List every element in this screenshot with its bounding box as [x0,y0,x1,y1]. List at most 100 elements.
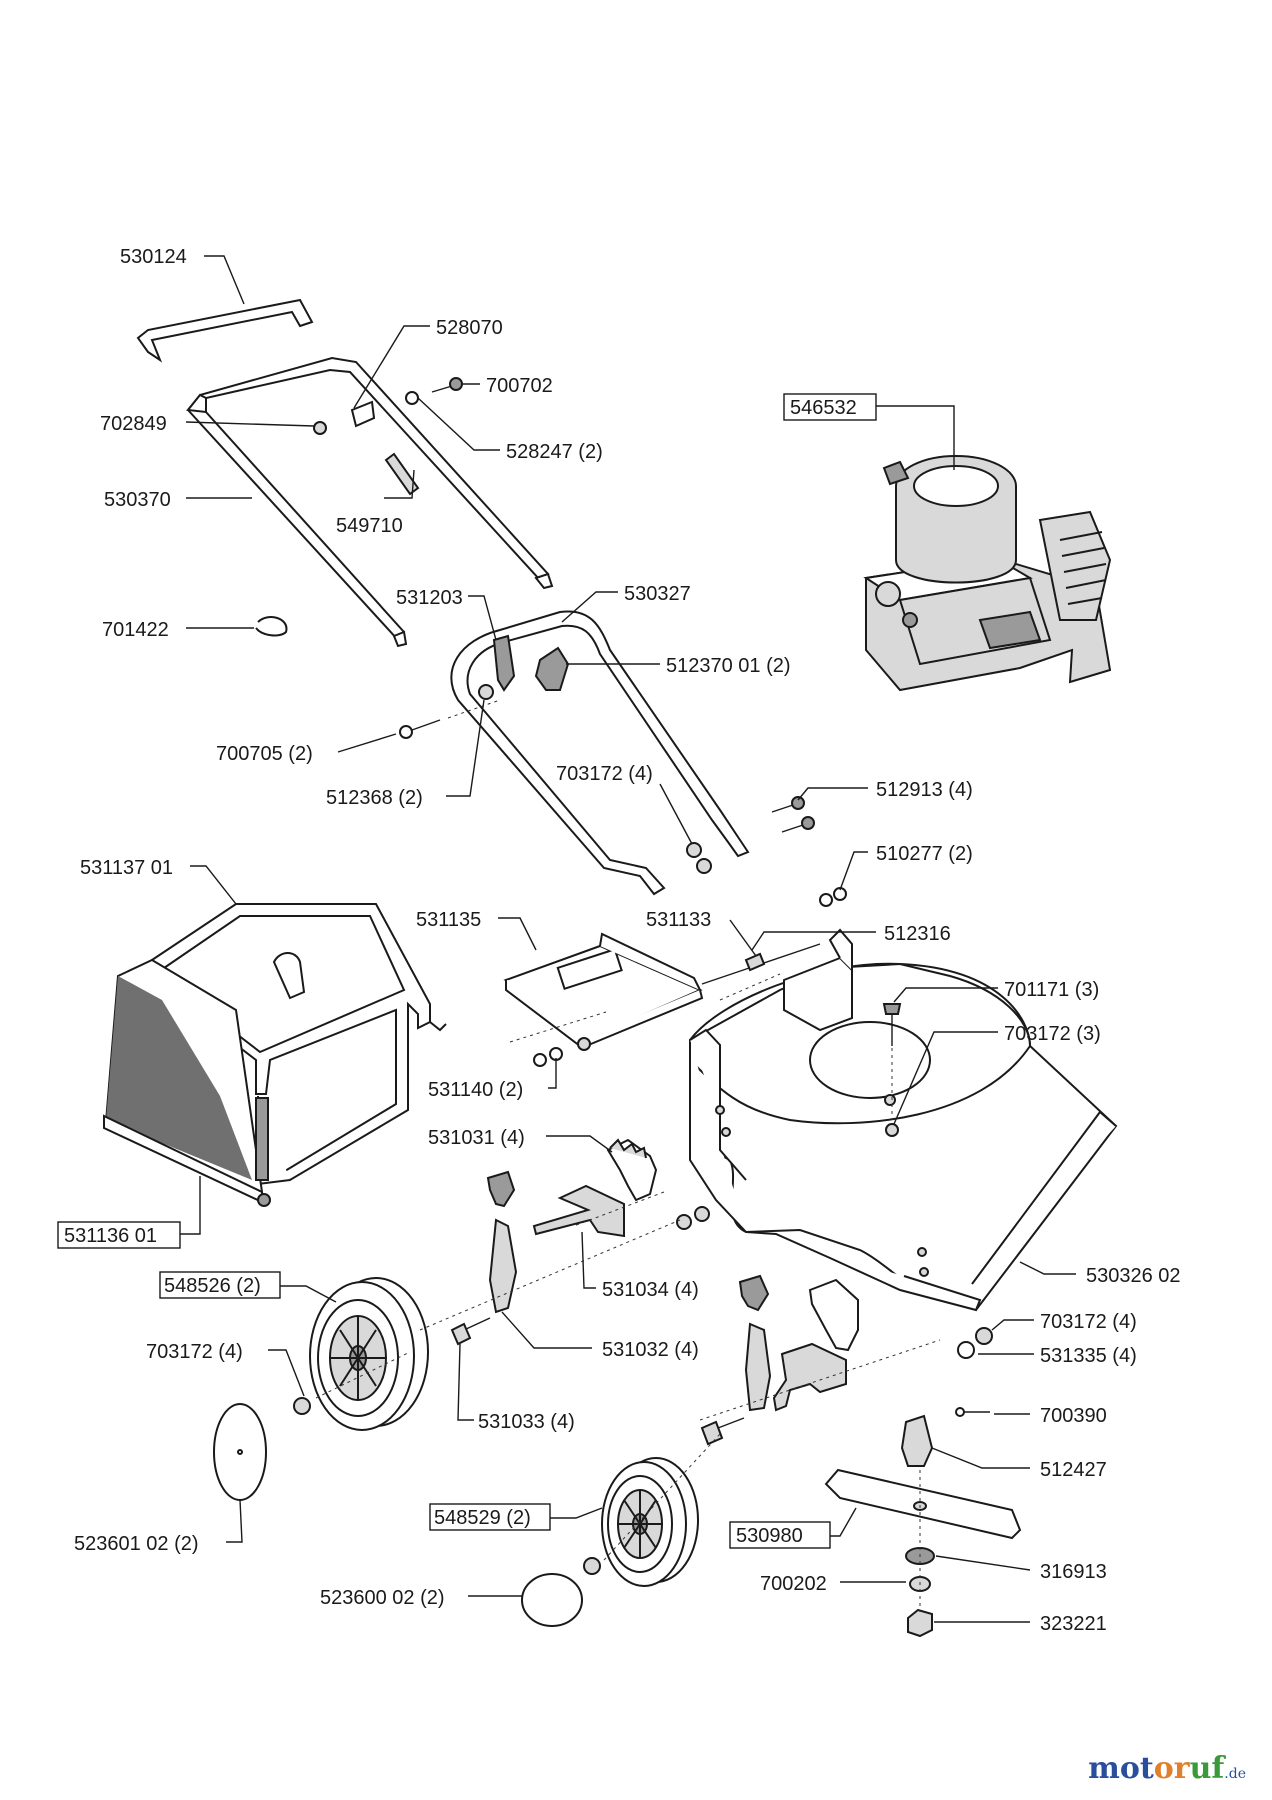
height-plate-right [744,1322,772,1412]
height-lever-right [808,1278,859,1352]
label-703172-right: 703172 (4) [1040,1311,1137,1333]
height-plate-left [488,1218,518,1314]
label-510277: 510277 (2) [876,843,973,865]
front-hubcap [213,1403,267,1501]
bolt-531033-left [450,1317,491,1346]
label-512370: 512370 01 (2) [666,655,791,677]
blade-label-box [729,1521,831,1549]
label-701422: 701422 [102,619,169,641]
nut-left-b [694,1206,710,1222]
label-701171: 701171 (3) [1004,979,1099,1001]
label-531335: 531335 (4) [1040,1345,1137,1367]
mower-deck [689,928,1118,1312]
label-531034: 531034 (4) [602,1279,699,1301]
nut-703172-deck [885,1123,899,1137]
rear-wheel [601,1457,699,1587]
label-702849: 702849 [100,413,167,435]
screw-701171 [882,1003,902,1046]
axle-bracket-right [772,1342,847,1412]
adjust-lever [492,634,516,692]
screw-700702 [405,377,463,405]
blade-adapter [900,1414,934,1467]
label-528070: 528070 [436,317,503,339]
label-530326: 530326 02 [1086,1265,1181,1287]
label-548529: 548529 (2) [434,1507,531,1529]
lower-handle [450,610,750,896]
upper-handle [186,356,554,648]
washer-510277-a [819,893,833,907]
washer-531335 [957,1341,975,1359]
label-700202: 700202 [760,1573,827,1595]
engine [863,455,1112,692]
bolts-512913 [771,796,815,833]
blade [824,1468,1022,1540]
label-316913: 316913 [1040,1561,1107,1583]
rear-hubcap [521,1573,583,1627]
label-512427: 512427 [1040,1459,1107,1481]
leader-lines [180,255,1076,1623]
label-531033: 531033 (4) [478,1411,575,1433]
motoruf-logo: motoruf.de [1088,1751,1246,1786]
label-531140: 531140 (2) [428,1079,523,1101]
nut-703172-handle-a [686,842,702,858]
label-530124: 530124 [120,246,187,268]
logo-part-3: uf [1189,1751,1225,1786]
nut-702849 [313,421,327,435]
label-512316: 512316 [884,923,951,945]
lever-cap-right [738,1274,770,1312]
rear-wheel-nut [583,1557,601,1575]
front-wheel [309,1277,429,1431]
label-523601: 523601 02 (2) [74,1533,199,1555]
label-549710: 549710 [336,515,403,537]
lever-cap-left [486,1170,516,1208]
retaining-ring [255,616,288,637]
pin-700390 [955,1407,990,1417]
handle-top-bar [136,298,314,363]
label-700705: 700705 (2) [216,743,313,765]
logo-suffix: .de [1224,1766,1246,1782]
rear-wheel-label-box [429,1503,551,1531]
label-530370: 530370 [104,489,171,511]
bolt-right [700,1417,745,1446]
label-531032: 531032 (4) [602,1339,699,1361]
nut-703172-right [975,1327,993,1345]
logo-part-2: or [1153,1751,1190,1786]
star-knob [534,646,570,691]
nut-703172-handle-b [696,858,712,874]
label-548526: 548526 (2) [164,1275,261,1297]
height-lever-left-teeth [609,1138,647,1159]
label-531136: 531136 01 [64,1225,157,1247]
grass-bag [103,958,271,1207]
axle-bracket-left [532,1184,625,1238]
assembly-lines [315,699,941,1612]
engine-label-box [783,393,877,421]
label-531135: 531135 [416,909,481,931]
label-531203: 531203 [396,587,463,609]
cable-bracket [350,400,376,428]
cable-clip [384,452,420,496]
front-wheel-nut [293,1397,311,1415]
label-531137: 531137 01 [80,857,173,879]
label-528247: 528247 (2) [506,441,603,463]
label-700702: 700702 [486,375,553,397]
bag-label-box [57,1221,181,1249]
label-703172-handle: 703172 (4) [556,763,653,785]
label-323221: 323221 [1040,1613,1107,1635]
rear-flap [503,932,704,1051]
bolt-700705 [399,719,441,739]
washer-512368 [478,684,494,700]
label-531133: 531133 [646,909,711,931]
nut-left-a [676,1214,692,1230]
label-703172-deck: 703172 (3) [1004,1023,1101,1045]
label-523600: 523600 02 (2) [320,1587,445,1609]
label-512913: 512913 (4) [876,779,973,801]
label-512368: 512368 (2) [326,787,423,809]
label-700390: 700390 [1040,1405,1107,1427]
front-wheel-label-box [159,1271,281,1299]
logo-part-1: mot [1088,1751,1154,1786]
blade-bolt [907,1608,933,1638]
label-531031: 531031 (4) [428,1127,525,1149]
label-546532: 546532 [790,397,857,419]
label-530980: 530980 [736,1525,803,1547]
